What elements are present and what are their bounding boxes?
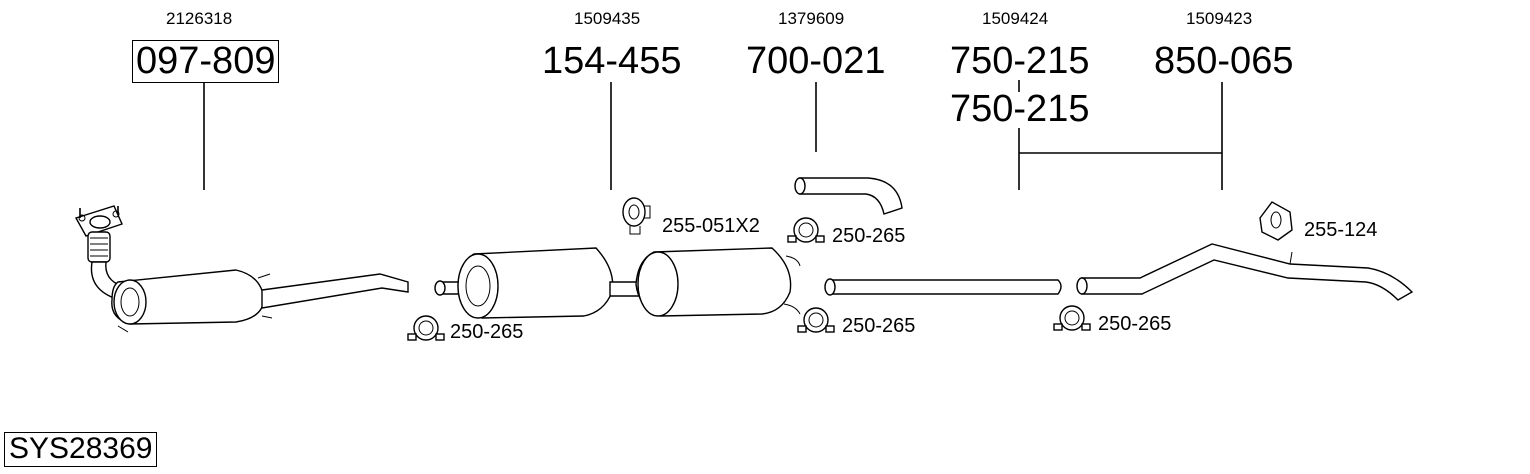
middle-pipe-750-215[interactable] (824, 278, 1062, 296)
oe-number-part-5: 1509423 (1186, 9, 1253, 28)
part-number-850-065[interactable]: 850-065 (1154, 40, 1294, 82)
clamp-icon-d[interactable] (1053, 305, 1091, 331)
clamp-icon-c[interactable] (797, 307, 835, 333)
clamp-icon-a[interactable] (407, 315, 445, 341)
bend-pipe-700-021[interactable] (794, 177, 903, 215)
middle-silencer-154-455[interactable] (434, 247, 801, 319)
hanger-label-b[interactable]: 255-124 (1304, 219, 1378, 241)
oe-number-part-2: 1509435 (574, 9, 641, 28)
system-id: SYS28369 (4, 432, 158, 467)
clamp-icon-b[interactable] (787, 217, 825, 243)
rubber-hanger-icon-a[interactable] (622, 197, 651, 235)
part-number-750-215-second[interactable]: 750-215 (950, 88, 1090, 130)
part-number-750-215[interactable]: 750-215 (950, 40, 1090, 82)
clamp-label-c[interactable]: 250-265 (842, 315, 916, 337)
part-number-097-809[interactable]: 097-809 (132, 40, 280, 83)
rubber-hanger-icon-b[interactable] (1259, 201, 1293, 241)
clamp-label-a[interactable]: 250-265 (450, 321, 524, 343)
oe-number-part-1: 2126318 (166, 9, 233, 28)
part-number-700-021[interactable]: 700-021 (746, 40, 886, 82)
oe-number-part-4: 1509424 (982, 9, 1049, 28)
part-number-154-455[interactable]: 154-455 (542, 40, 682, 82)
clamp-label-b[interactable]: 250-265 (832, 225, 906, 247)
tail-pipe-850-065[interactable] (1076, 243, 1414, 301)
front-pipe-catalyst-097-809[interactable] (74, 205, 409, 333)
hanger-label-a[interactable]: 255-051X2 (662, 215, 760, 237)
oe-number-part-3: 1379609 (778, 9, 845, 28)
clamp-label-d[interactable]: 250-265 (1098, 313, 1172, 335)
